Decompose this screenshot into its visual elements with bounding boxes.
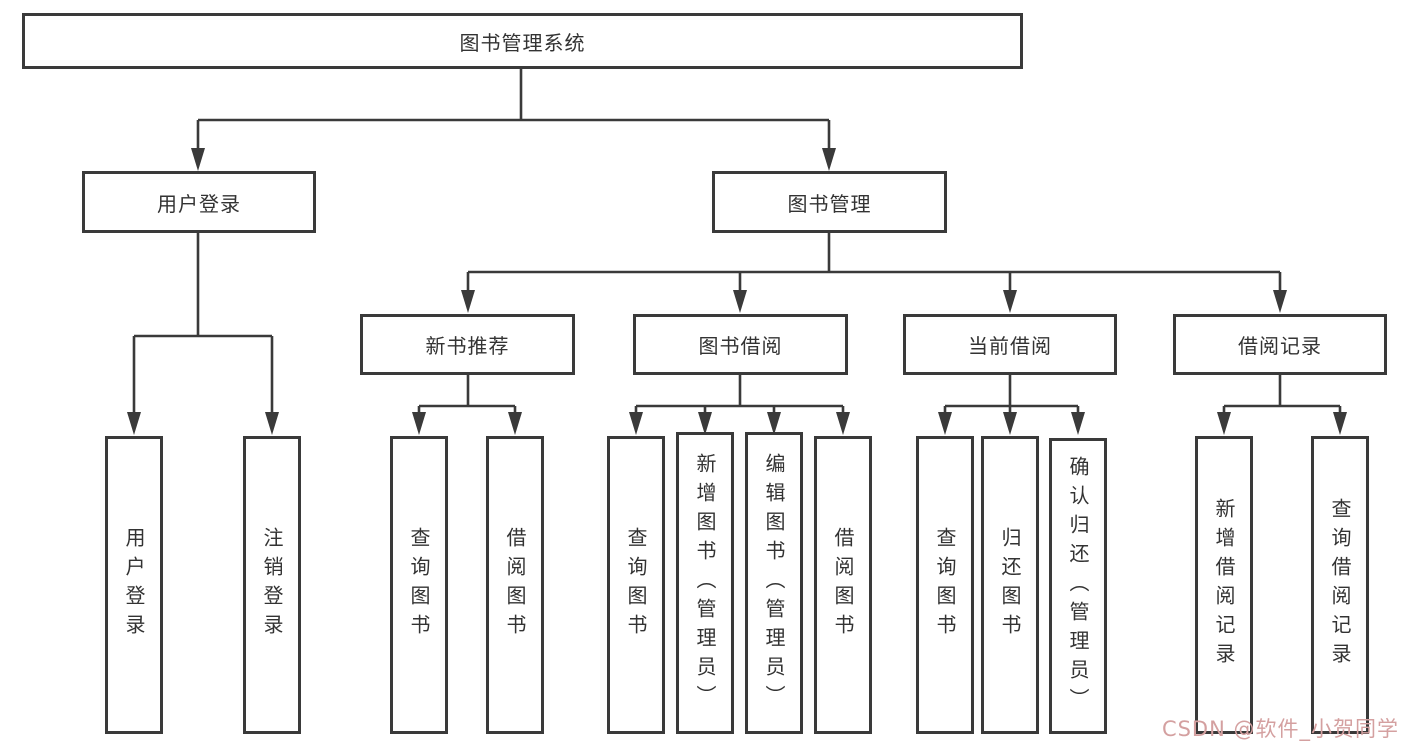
arrowhead — [265, 412, 279, 435]
leaf-logout: 注销登录 — [243, 436, 301, 734]
arrowhead — [698, 412, 712, 435]
node-book-borrow: 图书借阅 — [633, 314, 848, 375]
connector-user-login-children — [127, 233, 279, 435]
leaf-confirm-return-admin: 确认归还（管理员） — [1049, 438, 1107, 734]
node-new-book-recommend: 新书推荐 — [360, 314, 575, 375]
leaf-query-books-recommend: 查询图书 — [390, 436, 448, 734]
leaf-borrow-books-recommend: 借阅图书 — [486, 436, 544, 734]
arrowhead — [1217, 412, 1231, 435]
arrowhead — [938, 412, 952, 435]
arrowhead — [629, 412, 643, 435]
arrowhead — [508, 412, 522, 435]
leaf-add-books-admin: 新增图书（管理员） — [676, 432, 734, 734]
node-current-borrow: 当前借阅 — [903, 314, 1117, 375]
connector-root-to-level2 — [191, 69, 836, 171]
arrowhead — [733, 290, 747, 313]
leaf-query-books-current: 查询图书 — [916, 436, 974, 734]
arrowhead — [1003, 412, 1017, 435]
arrowhead — [1273, 290, 1287, 313]
leaf-query-borrow-record: 查询借阅记录 — [1311, 436, 1369, 734]
arrowhead — [1333, 412, 1347, 435]
arrowhead — [1071, 412, 1085, 435]
arrowhead — [127, 412, 141, 435]
node-borrow-records: 借阅记录 — [1173, 314, 1387, 375]
arrowhead — [1003, 290, 1017, 313]
arrowhead — [836, 412, 850, 435]
leaf-user-login: 用户登录 — [105, 436, 163, 734]
leaf-add-borrow-record: 新增借阅记录 — [1195, 436, 1253, 734]
arrowhead — [191, 148, 205, 171]
connector-book-borrow-children — [629, 375, 850, 435]
connector-current-borrow-children — [938, 375, 1085, 435]
leaf-return-books: 归还图书 — [981, 436, 1039, 734]
node-book-management: 图书管理 — [712, 171, 947, 233]
connector-borrow-record-children — [1217, 375, 1347, 435]
node-user-login: 用户登录 — [82, 171, 316, 233]
node-root-library-system: 图书管理系统 — [22, 13, 1023, 69]
arrowhead — [461, 290, 475, 313]
leaf-borrow-books: 借阅图书 — [814, 436, 872, 734]
connector-book-management-children — [461, 233, 1287, 313]
arrowhead — [767, 412, 781, 435]
connector-new-book-children — [412, 375, 522, 435]
leaf-edit-books-admin: 编辑图书（管理员） — [745, 432, 803, 734]
arrowhead — [412, 412, 426, 435]
leaf-query-books-borrow: 查询图书 — [607, 436, 665, 734]
arrowhead — [822, 148, 836, 171]
